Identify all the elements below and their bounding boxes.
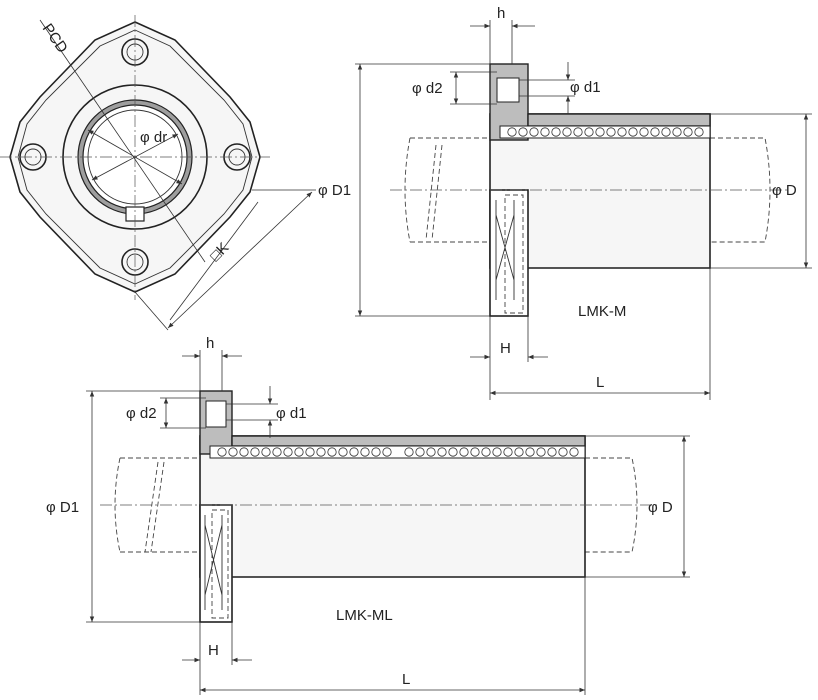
m-h-label: h — [497, 5, 505, 22]
ball — [606, 127, 616, 137]
ml-d1-label: φ d1 — [276, 405, 307, 422]
m-d1-label: φ d1 — [570, 79, 601, 96]
ball — [481, 447, 491, 457]
ball — [239, 447, 249, 457]
ball — [525, 447, 535, 457]
ball — [672, 127, 682, 137]
ball — [650, 127, 660, 137]
ball — [540, 127, 550, 137]
ml-D1-label: φ D1 — [46, 499, 79, 516]
ball — [448, 447, 458, 457]
ball — [316, 447, 326, 457]
ball — [507, 127, 517, 137]
ball — [349, 447, 359, 457]
m-L-label: L — [596, 374, 604, 391]
ball — [294, 447, 304, 457]
lmk-m-view: h φ d2 φ d1 φ D H L LMK-M — [355, 5, 812, 400]
ball — [514, 447, 524, 457]
ball — [360, 447, 370, 457]
ball — [470, 447, 480, 457]
ball — [551, 127, 561, 137]
k-label: □K — [207, 239, 233, 265]
m-H-label: H — [500, 340, 511, 357]
ball — [683, 127, 693, 137]
ball — [415, 447, 425, 457]
m-d2-label: φ d2 — [412, 80, 443, 97]
ball — [558, 447, 568, 457]
ball — [426, 447, 436, 457]
ball — [503, 447, 513, 457]
ball — [283, 447, 293, 457]
ml-D-label: φ D — [648, 499, 673, 516]
lmk-ml-view: h φ d2 φ d1 φ D1 φ D H L LMK-ML — [46, 335, 690, 695]
ball — [628, 127, 638, 137]
ball — [584, 127, 594, 137]
ml-H-label: H — [208, 642, 219, 659]
ball — [250, 447, 260, 457]
ball — [459, 447, 469, 457]
ball — [261, 447, 271, 457]
ball — [371, 447, 381, 457]
ball — [661, 127, 671, 137]
ball — [694, 127, 704, 137]
ball — [536, 447, 546, 457]
ball — [492, 447, 502, 457]
lmk-ml-model-label: LMK-ML — [336, 607, 393, 624]
ball — [529, 127, 539, 137]
ball — [404, 447, 414, 457]
ml-L-label: L — [402, 671, 410, 688]
dr-label: φ dr — [140, 129, 167, 146]
ball — [639, 127, 649, 137]
ball — [272, 447, 282, 457]
ball — [437, 447, 447, 457]
lmk-m-model-label: LMK-M — [578, 303, 626, 320]
pcd-label: PCD — [39, 21, 71, 57]
ball — [338, 447, 348, 457]
ml-d2-label: φ d2 — [126, 405, 157, 422]
ball — [228, 447, 238, 457]
ml-ball-row — [217, 447, 579, 457]
ball — [547, 447, 557, 457]
ball — [562, 127, 572, 137]
ball — [217, 447, 227, 457]
ball — [617, 127, 627, 137]
m-D-label: φ D — [772, 182, 797, 199]
front-view: PCD φ dr □K φ D1 — [0, 15, 351, 331]
m-ball-row — [507, 127, 704, 137]
ball — [327, 447, 337, 457]
front-d1-label: φ D1 — [318, 182, 351, 199]
ball — [573, 127, 583, 137]
ml-h-label: h — [206, 335, 214, 352]
ball — [569, 447, 579, 457]
ball — [382, 447, 392, 457]
ball — [518, 127, 528, 137]
ball — [305, 447, 315, 457]
ball — [595, 127, 605, 137]
